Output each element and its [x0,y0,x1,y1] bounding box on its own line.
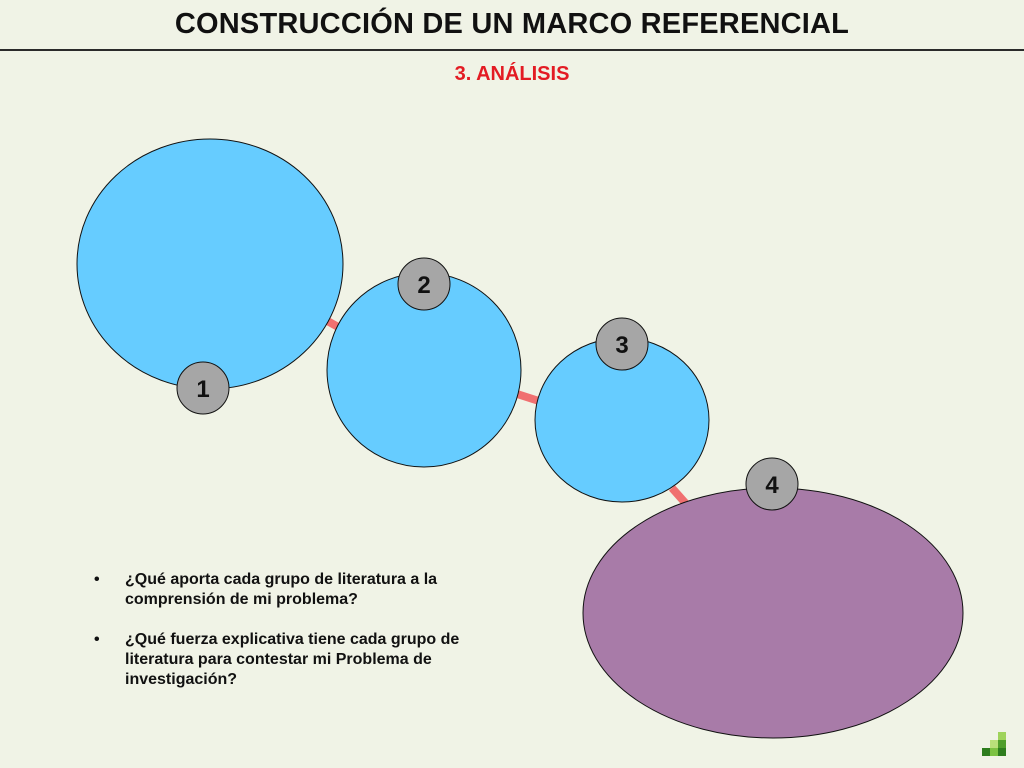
bullet-marker: • [94,631,100,648]
number-badge-3: 3 [595,317,649,371]
number-badge-1: 1 [176,361,230,415]
slide-subtitle: 3. ANÁLISIS [454,63,570,85]
problem-ellipse-4 [582,487,964,739]
number-label-4: 4 [765,472,779,499]
group-circle-1 [76,138,344,390]
number-label-2: 2 [417,272,430,299]
number-badge-4: 4 [745,457,799,511]
slide-title: CONSTRUCCIÓN DE UN MARCO REFERENCIAL [174,8,850,40]
number-badge-2: 2 [397,257,451,311]
number-label-1: 1 [196,376,209,403]
question-text-2: ¿Qué fuerza explicativa tiene cada grupo… [125,631,460,688]
question-item-1: • ¿Qué aporta cada grupo de literatura a… [94,570,484,610]
question-item-2: • ¿Qué fuerza explicativa tiene cada gru… [94,630,484,690]
number-label-3: 3 [615,332,628,359]
question-text-1: ¿Qué aporta cada grupo de literatura a l… [125,571,438,608]
corner-logo-icon [982,732,1006,756]
title-divider [0,49,1024,51]
bullet-marker: • [94,571,100,588]
question-list: • ¿Qué aporta cada grupo de literatura a… [94,570,484,710]
